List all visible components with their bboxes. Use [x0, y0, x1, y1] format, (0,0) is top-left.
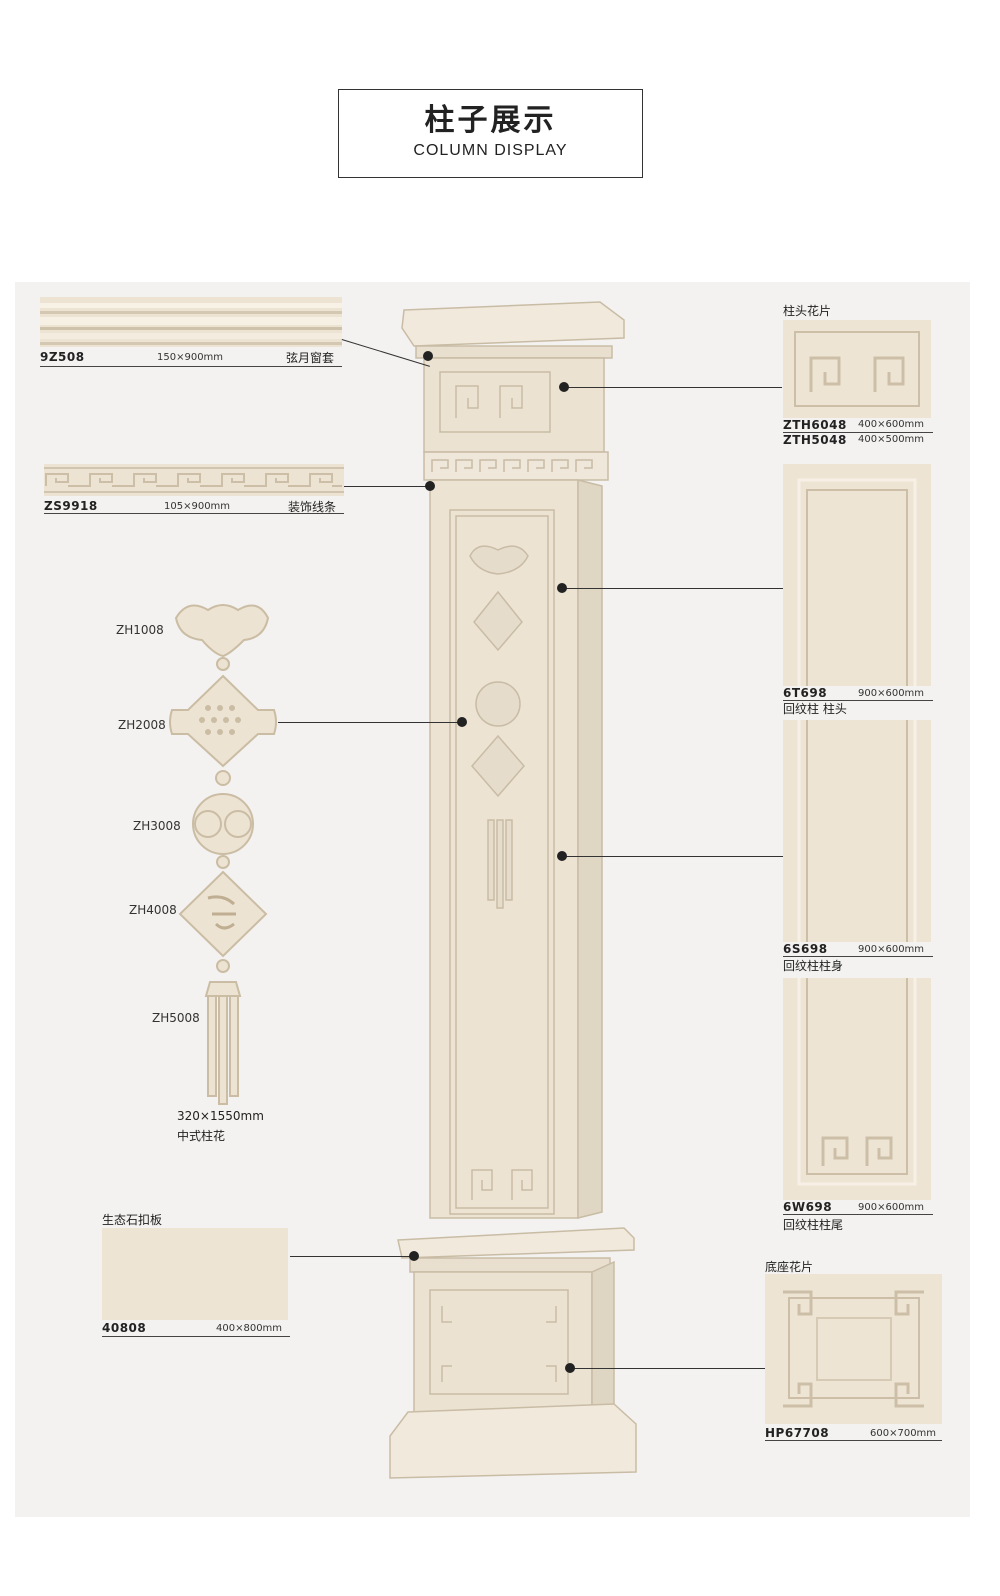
- connector-line-zs9918: [344, 486, 430, 487]
- molding-9z508-rule: [40, 366, 342, 367]
- molding-9z508-image: [40, 297, 342, 347]
- base-tile-image: [765, 1274, 942, 1424]
- molding-zs9918-size: 105×900mm: [164, 501, 231, 512]
- connector-dot-zs9918: [425, 481, 435, 491]
- connector-line-ornament: [278, 722, 462, 723]
- fret-strip-graphic: [44, 464, 344, 496]
- molding-zs9918-image: [44, 464, 344, 496]
- ornament-code-5: ZH5008: [152, 1011, 200, 1025]
- capital-fret-graphic: [794, 331, 920, 407]
- molding-zs9918-name: 装饰线条: [288, 500, 337, 514]
- shaft-tail-code: 6W698: [783, 1200, 833, 1214]
- chinese-ornament-graphic: [168, 598, 278, 1108]
- connector-dot-shaft-top: [557, 583, 567, 593]
- title-box: 柱子展示 COLUMN DISPLAY: [338, 89, 643, 178]
- connector-line-shaft-body: [562, 856, 784, 857]
- base-code: HP67708: [765, 1426, 830, 1440]
- panel-heading: 生态石扣板: [102, 1213, 163, 1227]
- ornament-code-4: ZH4008: [129, 903, 177, 917]
- molding-9z508-size: 150×900mm: [157, 352, 224, 363]
- shaft-top-tile-image: [783, 464, 931, 686]
- ornament-size: 320×1550mm: [177, 1109, 264, 1123]
- ornament-svg: [169, 604, 277, 1105]
- capital-size-2: 400×500mm: [858, 434, 925, 445]
- panel-40808-image: [102, 1228, 288, 1320]
- capital-size-1: 400×600mm: [858, 419, 925, 430]
- column-svg: [389, 301, 637, 1479]
- shaft-top-size: 900×600mm: [858, 688, 925, 699]
- shaft-body-code: 6S698: [783, 942, 828, 956]
- ornament-code-3: ZH3008: [133, 819, 181, 833]
- shaft-body-name: 回纹柱柱身: [783, 959, 844, 973]
- shaft-body-rule: [783, 956, 933, 957]
- panel-40808-rule: [102, 1336, 290, 1337]
- base-size: 600×700mm: [870, 1428, 937, 1439]
- ornament-code-1: ZH1008: [116, 623, 164, 637]
- shaft-top-rule: [783, 700, 933, 701]
- capital-code-2: ZTH5048: [783, 433, 847, 447]
- molding-zs9918-rule: [44, 513, 344, 514]
- connector-dot-base: [565, 1363, 575, 1373]
- connector-dot-shaft-body: [557, 851, 567, 861]
- ornament-name: 中式柱花: [177, 1129, 226, 1143]
- page-title: 柱子展示: [424, 103, 557, 138]
- shaft-body-border-graphic: [797, 720, 917, 942]
- shaft-tail-name: 回纹柱柱尾: [783, 1218, 844, 1232]
- panel-40808-code: 40808: [102, 1321, 147, 1335]
- shaft-top-border-graphic: [797, 478, 917, 686]
- connector-dot-9z508: [423, 351, 433, 361]
- capital-rule: [783, 432, 933, 433]
- connector-line-base: [570, 1368, 766, 1369]
- molding-zs9918-code: ZS9918: [44, 499, 98, 513]
- capital-heading: 柱头花片: [783, 304, 832, 318]
- shaft-body-tile-image: [783, 720, 931, 942]
- connector-dot-panel: [409, 1251, 419, 1261]
- shaft-tail-tile-image: [783, 978, 931, 1200]
- base-rule: [765, 1440, 942, 1441]
- base-fret-graphic: [783, 1290, 924, 1408]
- column-illustration: [388, 300, 640, 1485]
- shaft-top-code: 6T698: [783, 686, 828, 700]
- molding-9z508-name: 弦月窗套: [286, 351, 335, 365]
- ornament-code-2: ZH2008: [118, 718, 166, 732]
- connector-line-capital: [564, 387, 782, 388]
- shaft-tail-size: 900×600mm: [858, 1202, 925, 1213]
- capital-tile-image: [783, 320, 931, 418]
- page-subtitle: COLUMN DISPLAY: [413, 142, 568, 159]
- shaft-body-size: 900×600mm: [858, 944, 925, 955]
- panel-40808-size: 400×800mm: [216, 1323, 283, 1334]
- connector-line-panel: [290, 1256, 414, 1257]
- molding-9z508-code: 9Z508: [40, 350, 85, 364]
- connector-dot-capital: [559, 382, 569, 392]
- molding-profile-graphic: [40, 297, 342, 347]
- shaft-top-name: 回纹柱 柱头: [783, 702, 847, 716]
- connector-line-shaft-top: [562, 588, 784, 589]
- shaft-tail-border-graphic: [797, 978, 917, 1186]
- capital-code-1: ZTH6048: [783, 418, 847, 432]
- shaft-tail-rule: [783, 1214, 933, 1215]
- base-heading: 底座花片: [765, 1260, 814, 1274]
- connector-dot-ornament: [457, 717, 467, 727]
